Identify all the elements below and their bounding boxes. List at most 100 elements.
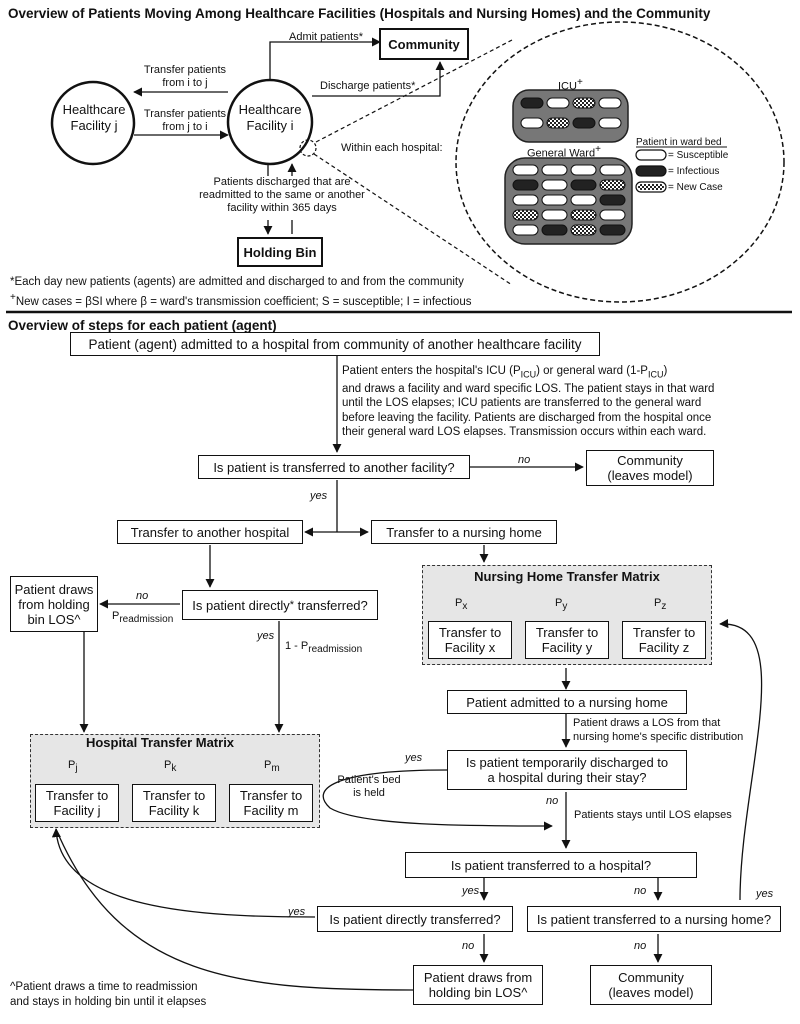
facility-i-line2: Facility i: [246, 118, 294, 133]
transfer-ij-line2: from i to j: [162, 77, 208, 89]
readmit-line1: Patients discharged that are: [213, 176, 351, 188]
general-ward-text: General Ward: [527, 147, 596, 160]
ward-bed: [541, 194, 568, 206]
p-m-sub: m: [271, 763, 280, 775]
legend-title: Patient in ward bed: [636, 137, 722, 148]
p-z-sub: z: [661, 601, 667, 613]
top-connectors: [6, 21, 792, 314]
ward-bed: [599, 164, 626, 176]
tf-k-line1: Transfer to: [142, 788, 206, 803]
desc-line5: their general ward LOS elapses. Transmis…: [342, 426, 707, 439]
ward-bed: [512, 224, 539, 236]
tf-y-box: Transfer to Facility y: [525, 621, 609, 659]
icu-bed: [546, 117, 570, 129]
legend-infectious: = Infectious: [668, 166, 720, 177]
transfer-nh-box: Transfer to a nursing home: [371, 520, 557, 544]
p-k-sub: k: [171, 763, 177, 775]
transfer-ij-line1: Transfer patients: [143, 64, 227, 76]
icu-plus: +: [576, 77, 583, 88]
icu-bed: [572, 97, 596, 109]
community-box-1: Community (leaves model): [586, 450, 714, 486]
tf-m-box: Transfer to Facility m: [229, 784, 313, 822]
tf-k-line2: Facility k: [148, 803, 200, 818]
tf-k-box: Transfer to Facility k: [132, 784, 216, 822]
stays-text: Patients stays until LOS elapses: [574, 809, 732, 821]
draws2-line1: Patient draws from: [423, 970, 533, 985]
caret-line1: ^Patient draws a time to readmission: [10, 981, 198, 993]
ward-bed: [599, 179, 626, 191]
tf-m-line2: Facility m: [243, 803, 299, 818]
p-z-label: Pz: [654, 597, 666, 613]
admit-label: Admit patients*: [289, 31, 363, 43]
q-temp-box: Is patient temporarily discharged to a h…: [447, 750, 687, 790]
q-direct-a: Is patient directly: [192, 597, 290, 613]
legend-infectious-shape: [635, 165, 667, 177]
community-box: Community: [379, 28, 469, 60]
ward-bed: [570, 179, 597, 191]
desc-1b: ICU: [520, 369, 537, 380]
community-1-line1: Community: [617, 453, 683, 468]
p-x-p: P: [455, 597, 463, 609]
tf-j-line1: Transfer to: [45, 788, 109, 803]
no-label-6: no: [634, 940, 647, 952]
bed-held-line2: is held: [353, 787, 385, 799]
ward-bed: [570, 164, 597, 176]
facility-j-line2: Facility j: [70, 118, 118, 133]
legend-new: = New Case: [668, 182, 723, 193]
p-x-sub: x: [462, 601, 468, 613]
p-j-sub: j: [75, 763, 78, 775]
ward-bed: [541, 179, 568, 191]
draws-box: Patient draws from holding bin LOS^: [10, 576, 98, 632]
no-label-3: no: [546, 795, 559, 807]
facility-i-line1: Healthcare: [238, 102, 302, 117]
p-x-label: Px: [455, 597, 467, 613]
footnote-1: *Each day new patients (agents) are admi…: [10, 276, 464, 288]
nh-matrix-title: Nursing Home Transfer Matrix: [474, 569, 660, 584]
one-minus-p: 1 - Preadmission: [285, 640, 362, 656]
desc-text: Patient enters the hospital's ICU (PICU)…: [342, 364, 714, 440]
ward-bed: [599, 224, 626, 236]
no-label-2: no: [136, 590, 149, 602]
ward-bed: [541, 164, 568, 176]
readmit-line2: readmitted to the same or another: [199, 189, 365, 201]
yes-label-1: yes: [310, 490, 328, 502]
discharge-label: Discharge patients*: [320, 80, 416, 92]
p-j-label: Pj: [68, 759, 78, 775]
tf-j-line2: Facility j: [53, 803, 101, 818]
q-to-nh-box: Is patient transferred to a nursing home…: [527, 906, 781, 932]
community-2-line1: Community: [618, 970, 684, 985]
ward-bed: [512, 209, 539, 221]
p-k-label: Pk: [164, 759, 176, 775]
general-ward-label: General Ward+: [527, 143, 601, 161]
footnote-2: +New cases = βSI where β = ward's transm…: [10, 291, 471, 309]
q-direct-b: transferred?: [294, 597, 368, 613]
general-ward: [504, 157, 633, 245]
legend-susceptible: = Susceptible: [668, 150, 729, 161]
p-readmission: Preadmission: [112, 610, 173, 626]
readmit-line3: facility within 365 days: [227, 202, 337, 214]
p-m-p: P: [264, 759, 272, 771]
p-k-p: P: [164, 759, 172, 771]
hosp-matrix-title: Hospital Transfer Matrix: [85, 735, 235, 750]
draws2-line2: holding bin LOS^: [428, 985, 528, 1000]
desc-1d: ICU: [647, 369, 664, 380]
steps-title: Overview of steps for each patient (agen…: [8, 318, 277, 333]
transfer-ji-line2: from j to i: [162, 121, 208, 133]
nh-admitted-box: Patient admitted to a nursing home: [447, 690, 687, 714]
p-readmission-sub: readmission: [119, 614, 174, 626]
top-title: Overview of Patients Moving Among Health…: [8, 6, 711, 21]
nh-los-line2: nursing home's specific distribution: [573, 730, 744, 743]
one-minus-sub: readmission: [308, 644, 363, 656]
icu-bed: [598, 97, 622, 109]
p-m-label: Pm: [264, 759, 280, 775]
ward-bed: [541, 224, 568, 236]
desc-line4: before leaving the facility. Patients ar…: [342, 411, 712, 424]
no-label-5: no: [462, 940, 475, 952]
transfer-ji-line1: Transfer patients: [143, 108, 227, 120]
desc-1c: ) or general ward (1-P: [536, 365, 648, 377]
q-temp-line1: Is patient temporarily discharged to: [465, 755, 669, 770]
draws-line2: from holding: [18, 596, 90, 612]
tf-y-line1: Transfer to: [535, 625, 599, 640]
p-y-sub: y: [562, 601, 568, 613]
tf-x-box: Transfer to Facility x: [428, 621, 512, 659]
